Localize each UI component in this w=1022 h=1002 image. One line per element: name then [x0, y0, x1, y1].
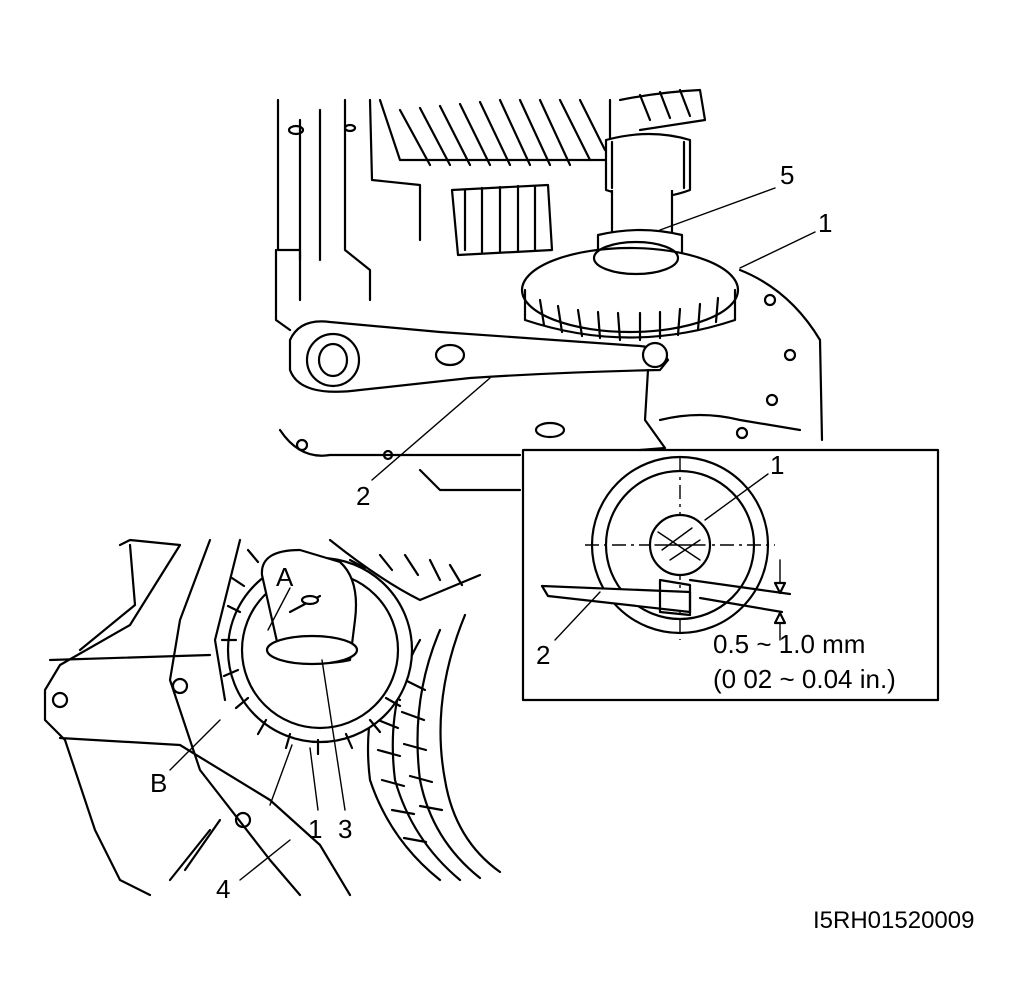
- shift-lever-2: [288, 320, 670, 393]
- case-flange: [43, 538, 352, 897]
- leader-1b-lower: [309, 747, 319, 811]
- zoom-connector: [638, 368, 667, 452]
- lower-tool-3: [260, 548, 359, 666]
- callout-4: 4: [216, 874, 230, 904]
- leader-5: [659, 187, 776, 231]
- leader-3: [321, 659, 346, 811]
- thickness-gauge: [540, 584, 692, 614]
- callout-3: 3: [338, 814, 352, 844]
- leader-2-inset: [554, 591, 601, 641]
- callout-2-inset: 2: [536, 640, 550, 670]
- leader-A: [267, 587, 291, 631]
- reverse-idler-gear: [520, 240, 740, 342]
- callout-1-upper: 1: [818, 208, 832, 238]
- callout-5: 5: [780, 160, 794, 190]
- leader-B: [169, 719, 221, 771]
- helical-gear-stack: [378, 88, 707, 257]
- callout-A: A: [276, 562, 294, 592]
- callout-B: B: [150, 768, 167, 798]
- upper-assembly-view: 5 1 2: [274, 88, 832, 511]
- figure-code: I5RH01520009: [813, 907, 974, 934]
- leader-2-upper: [371, 377, 491, 481]
- callout-2-upper: 2: [356, 481, 370, 511]
- leader-1-inset: [704, 473, 769, 521]
- callout-1-lower: 1: [308, 814, 322, 844]
- callout-1-inset: 1: [770, 450, 784, 480]
- leader-1-lower: [269, 744, 293, 806]
- leader-4: [239, 839, 291, 881]
- leader-1-upper: [739, 231, 816, 269]
- inset-frame: [521, 448, 940, 702]
- case-housing: [274, 98, 824, 492]
- lower-detail-view: A B 1 3 4: [43, 538, 502, 904]
- clearance-mm: 0.5 ~ 1.0 mm: [713, 629, 865, 659]
- detail-inset: 1 2 0.5 ~ 1.0 mm (0 02 ~ 0.04 in.): [521, 448, 940, 702]
- clearance-in: (0 02 ~ 0.04 in.): [713, 664, 896, 694]
